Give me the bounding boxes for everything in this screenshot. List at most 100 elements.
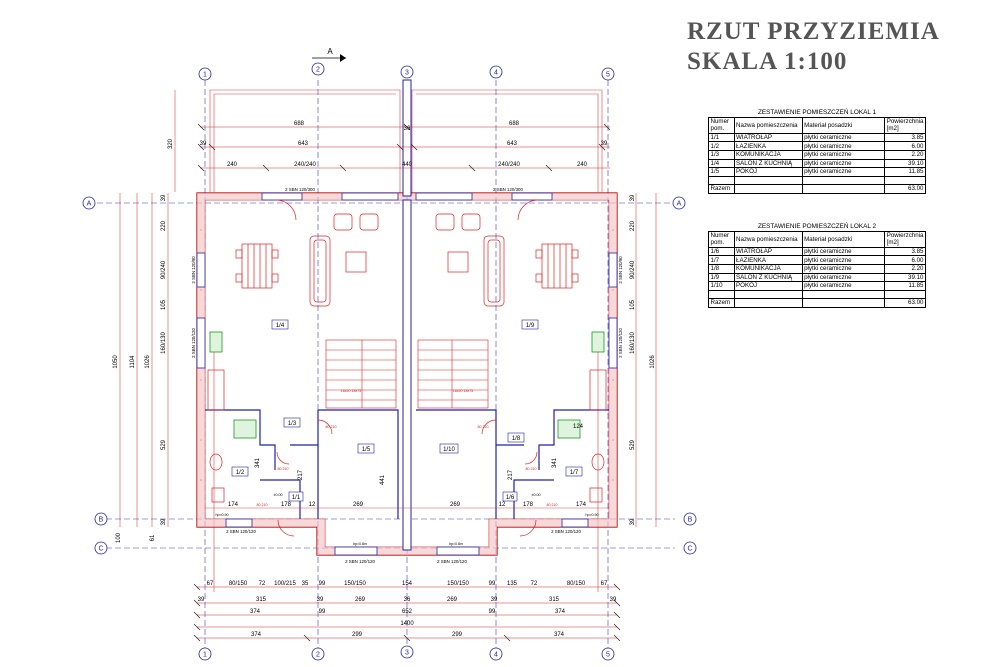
table-total-value: 63.00 xyxy=(884,184,926,194)
table-cell: WIATROŁAP xyxy=(733,246,803,257)
dim-688-left: 688 xyxy=(294,121,305,127)
sill-mid-right: hp=0.8m xyxy=(449,542,463,546)
axis-label-5: 5 xyxy=(606,72,610,79)
table-spacer-row xyxy=(708,175,926,186)
room-tag-1-2: 1/2 xyxy=(236,470,245,476)
dim-174-left: 174 xyxy=(228,502,239,508)
dim-160130-left: 160/130 xyxy=(161,332,167,354)
table-cell: ŁAZIENKA xyxy=(733,255,803,265)
dim-b5-1: 299 xyxy=(352,632,363,638)
dim-b2-3: 269 xyxy=(355,597,366,603)
table-cell: ŁAZIENKA xyxy=(733,141,803,151)
table-cell: płytki ceramiczne xyxy=(801,246,886,257)
window-label-side-left-1: 2 SBN 120/90 xyxy=(191,256,196,284)
room-table-unit-2: ZESTAWIENIE POMIESZCZEŃ LOKAL 2 Numer po… xyxy=(708,223,926,308)
table-cell: płytki ceramiczne xyxy=(801,281,886,291)
sill-right: hp=0.90 xyxy=(585,513,598,517)
axis-label-4: 4 xyxy=(494,70,498,77)
dim-178-right: 178 xyxy=(523,502,534,508)
room-tag-1-1: 1/1 xyxy=(292,495,301,501)
table-spacer-row xyxy=(708,289,926,300)
dim-b5-0: 374 xyxy=(251,632,262,638)
dim-b1-7: 154 xyxy=(402,581,413,587)
table-header: Numer pom. xyxy=(708,117,735,134)
dim-688-right: 688 xyxy=(509,121,520,127)
sinks xyxy=(209,331,605,439)
dim-440: 440 xyxy=(402,162,413,168)
dim-b1-10: 135 xyxy=(507,581,518,587)
table-cell: 39.10 xyxy=(884,272,926,283)
table-cell: 2.20 xyxy=(884,264,926,274)
drawing-title: RZUT PRZYZIEMIA xyxy=(687,18,940,45)
dim-341-right: 341 xyxy=(552,457,558,468)
drawing-scale: SKALA 1:100 xyxy=(687,48,848,75)
dim-b2-8: 39 xyxy=(610,597,617,603)
dim-39b-right: 39 xyxy=(630,518,636,525)
table-cell: 6.00 xyxy=(884,141,926,151)
dim-b2-1: 315 xyxy=(256,597,267,603)
table-cell: płytki ceramiczne xyxy=(801,141,886,151)
dim-b1-2: 72 xyxy=(259,581,266,587)
table-cell: 1/6 xyxy=(708,246,735,257)
dim-b3-0: 374 xyxy=(250,609,261,615)
window-label-side-right-2: 2 SBN 120/120 xyxy=(618,328,623,358)
door-label-l3: 80 210 xyxy=(257,503,268,507)
dim-b1-11: 72 xyxy=(531,581,538,587)
dim-b1-13: 67 xyxy=(601,581,608,587)
table-header: Numer pom. xyxy=(708,231,735,248)
axis-label-3-bottom: 3 xyxy=(405,650,409,657)
dim-b3-2: 652 xyxy=(402,609,413,615)
room-tag-1-6: 1/6 xyxy=(506,495,515,501)
dim-529-right: 529 xyxy=(630,439,636,450)
table-cell: 11.85 xyxy=(884,167,926,177)
dim-39-right: 39 xyxy=(601,141,608,147)
table-cell: SALON Z KUCHNIĄ xyxy=(733,158,803,169)
table-cell: KOMUNIKACJA xyxy=(733,150,803,160)
table-total-label: Razem xyxy=(708,184,735,194)
dim-105-left: 105 xyxy=(161,299,167,310)
axis-bubbles xyxy=(82,62,697,661)
dim-b4-0: 1400 xyxy=(400,621,414,627)
table-cell: SALON Z KUCHNIĄ xyxy=(733,272,803,283)
dims-left: 1050 1104 1026 220 90/240 105 160/130 52… xyxy=(113,194,167,543)
dims-top: 320 688 688 39 643 36 643 39 240 240/240… xyxy=(168,121,608,168)
table-cell: 1/10 xyxy=(708,281,735,291)
windows xyxy=(196,192,618,556)
dim-b2-4: 36 xyxy=(404,597,411,603)
table-cell: 1/3 xyxy=(708,150,735,160)
table-cell: 1/2 xyxy=(708,141,735,151)
table-cell: płytki ceramiczne xyxy=(801,264,886,274)
table-header-row: Numer pom. Nazwa pomieszczenia Materiał … xyxy=(708,117,926,134)
dim-b5-2: 299 xyxy=(452,632,463,638)
dim-39a-right: 39 xyxy=(630,194,636,201)
window-label-bottom-mid-left: 2 SBN 120/120 xyxy=(345,559,375,564)
dim-1104: 1104 xyxy=(130,355,136,369)
axis-label-b-right: B xyxy=(688,517,693,524)
axis-label-5-bottom: 5 xyxy=(606,652,610,659)
room-tags: 1/4 1/9 1/3 1/8 1/5 1/10 1/2 1/7 1/1 1/6 xyxy=(231,319,583,502)
stair-label-right: 16x20 18x75 xyxy=(453,389,474,393)
dim-36: 36 xyxy=(404,126,411,132)
dim-b1-4: 35 xyxy=(302,581,309,587)
axis-label-1: 1 xyxy=(203,72,207,79)
table-cell: 1/1 xyxy=(708,132,735,143)
dim-b1-8: 150/150 xyxy=(447,581,469,587)
dim-b1-3: 100/215 xyxy=(274,581,296,587)
dim-124-right: 124 xyxy=(573,424,584,430)
axis-label-2-bottom: 2 xyxy=(316,652,320,659)
party-wall xyxy=(402,79,412,551)
door-label-l2: 80 210 xyxy=(278,467,289,471)
door-label-r2: 80 210 xyxy=(526,467,537,471)
table-cell: płytki ceramiczne xyxy=(801,255,886,265)
dim-b3-4: 374 xyxy=(555,609,566,615)
dim-240240-left: 240/240 xyxy=(294,162,316,168)
dim-160130-right: 160/130 xyxy=(630,332,636,354)
table-cell: płytki ceramiczne xyxy=(801,150,886,160)
